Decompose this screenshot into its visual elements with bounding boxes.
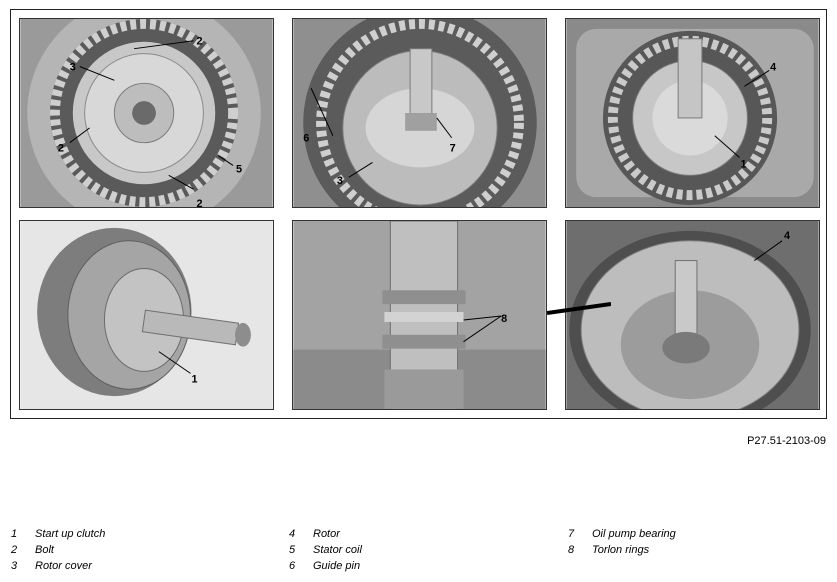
legend-item: 4 Rotor (289, 528, 539, 544)
legend-item: 6 Guide pin (289, 560, 539, 576)
callout: 2 (58, 143, 64, 155)
photo-rotor-cover-bolts: 2 3 2 2 5 (19, 18, 274, 208)
legend-number: 1 (11, 528, 18, 540)
legend-number: 8 (568, 544, 575, 556)
legend-item: 3 Rotor cover (11, 560, 261, 576)
figure-frame: 2 3 2 2 5 6 7 3 (10, 9, 827, 419)
photo-start-up-clutch: 1 (19, 220, 274, 410)
callout: 4 (770, 61, 776, 73)
photo-image: 4 1 (566, 19, 819, 207)
legend-number: 7 (568, 528, 575, 540)
callout: 5 (236, 163, 242, 175)
legend-item: 2 Bolt (11, 544, 261, 560)
legend-number: 2 (11, 544, 18, 556)
legend-item: 8 Torlon rings (568, 544, 818, 560)
photo-image: 1 (20, 221, 273, 409)
legend-text: Bolt (35, 544, 54, 556)
legend-item: 5 Stator coil (289, 544, 539, 560)
legend-number: 4 (289, 528, 296, 540)
callout: 2 (196, 198, 202, 207)
legend-number: 5 (289, 544, 296, 556)
legend-number: 6 (289, 560, 296, 572)
photo-rotor-housing: 4 (565, 220, 820, 410)
callout: 6 (303, 133, 309, 145)
legend-number: 3 (11, 560, 18, 572)
legend-text: Rotor (313, 528, 340, 540)
callout: 1 (192, 373, 198, 385)
callout: 8 (501, 313, 507, 325)
legend-text: Stator coil (313, 544, 362, 556)
legend-item: 7 Oil pump bearing (568, 528, 818, 544)
callout: 1 (740, 158, 746, 170)
legend-text: Rotor cover (35, 560, 92, 572)
legend-text: Guide pin (313, 560, 361, 572)
photo-image: 6 7 3 (293, 19, 546, 207)
legend-text: Oil pump bearing (592, 528, 676, 540)
legend-text: Start up clutch (35, 528, 106, 540)
callout: 7 (450, 143, 456, 155)
callout: 2 (196, 36, 202, 48)
callout: 3 (337, 175, 343, 187)
legend-text: Torlon rings (592, 544, 650, 556)
photo-guide-pin-bearing: 6 7 3 (292, 18, 547, 208)
photo-image: 8 (293, 221, 546, 409)
photo-image: 4 (566, 221, 819, 409)
callout: 4 (784, 230, 790, 242)
photo-torlon-rings: 8 (292, 220, 547, 410)
photo-image: 2 3 2 2 5 (20, 19, 273, 207)
legend: 1 Start up clutch 2 Bolt 3 Rotor cover 4… (0, 528, 837, 578)
legend-item: 1 Start up clutch (11, 528, 261, 544)
photo-rotor-top: 4 1 (565, 18, 820, 208)
figure-reference: P27.51-2103-09 (747, 435, 826, 447)
connector-line (547, 302, 611, 315)
callout: 3 (70, 61, 76, 73)
